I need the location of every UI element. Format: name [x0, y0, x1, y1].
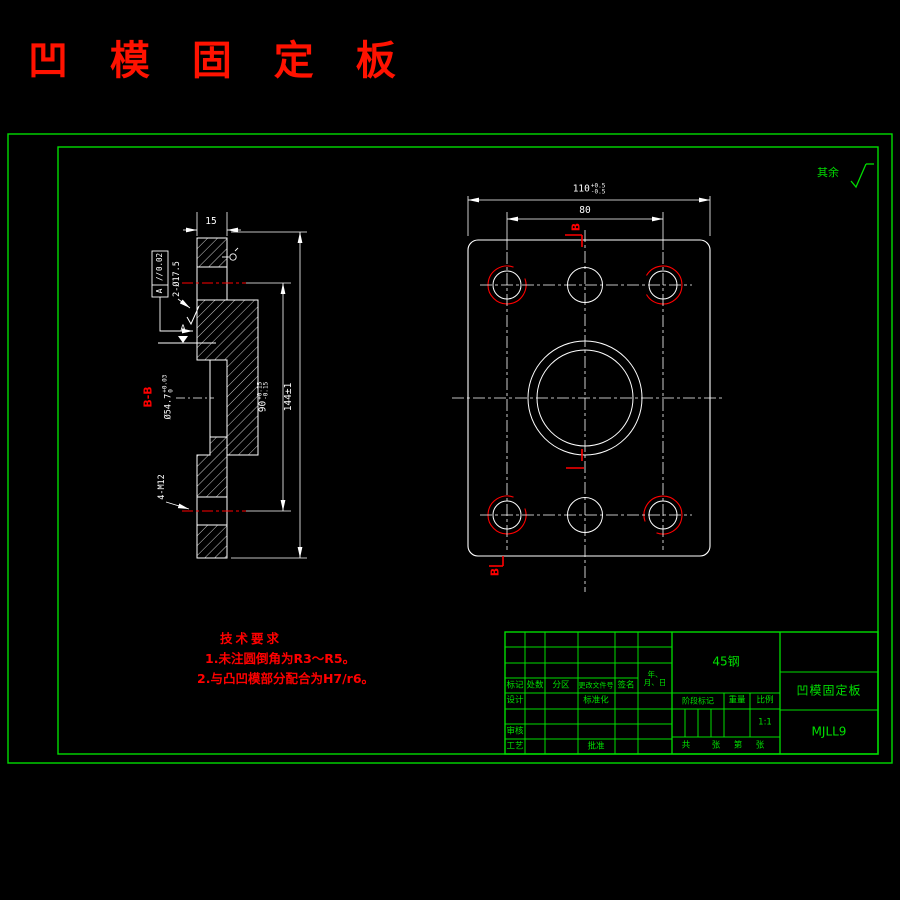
dim-height-lines: [246, 282, 291, 512]
roughness-check-icon: [186, 305, 200, 326]
tb-scale-label: 比例: [756, 695, 774, 706]
tb-header-mark: 标记: [506, 680, 524, 691]
tech-req-heading: 技术要求: [220, 631, 283, 646]
tech-req-item-1: 1.未注圆倒角为R3～R5。: [205, 651, 356, 666]
tb-part-name: 凹模固定板: [796, 683, 862, 698]
dim-width-lines: [467, 196, 711, 236]
page-title: 凹 模 固 定 板: [28, 37, 410, 84]
tb-header-date: 年、月、日: [643, 670, 667, 687]
tb-role-design: 设计: [506, 695, 524, 706]
dim-height: 90 +0.15-0.15: [256, 381, 270, 413]
tb-sheet-total: 共: [681, 740, 691, 751]
tb-header-count: 处数: [526, 680, 544, 691]
dim-hole-span: 80: [579, 205, 591, 216]
tb-role-process: 工艺: [506, 741, 524, 752]
width-tol-upper: +0.5: [590, 182, 606, 190]
section-mark-bottom: B: [488, 567, 502, 577]
section-view-linework: [151, 212, 307, 559]
plate-centerlines: [452, 230, 722, 592]
surface-roughness-icon: [850, 163, 874, 189]
tb-sheet-unit2: 张: [755, 740, 765, 751]
tb-material: 45钢: [712, 654, 740, 669]
dim-total-height: 144±1: [283, 382, 294, 412]
section-mark-top: B: [569, 222, 583, 232]
tb-role-check: 审核: [506, 726, 524, 737]
title-block-grid: [504, 631, 879, 755]
tb-role-approve: 批准: [587, 741, 605, 752]
hole-centerlines-red: [182, 282, 246, 512]
tb-drawing-no: MJLL9: [811, 724, 847, 739]
tb-stage-label: 阶段标记: [682, 696, 714, 706]
dim-total-lines: [231, 231, 307, 559]
hole-top-label: 2-Ø17.5: [172, 261, 182, 297]
datum-flag: [158, 336, 216, 344]
thread-arcs-red: [487, 265, 683, 535]
datum-label: A: [180, 324, 186, 334]
dim-thickness-lines: [183, 212, 241, 236]
section-label: B-B: [141, 386, 155, 408]
tb-weight-label: 重量: [728, 695, 746, 706]
tb-scale-value: 1:1: [758, 717, 772, 728]
dim-thickness: 15: [205, 216, 217, 227]
tb-header-zone: 分区: [552, 680, 570, 691]
height-tol-lower: -0.15: [262, 381, 269, 400]
dim-width: 110 +0.5-0.5: [572, 182, 606, 195]
tb-header-docno: 更改文件号: [578, 681, 614, 690]
tb-sheet-unit1: 张: [711, 740, 721, 751]
tech-req-item-2: 2.与凸凹模部分配合为H7/r6。: [197, 671, 375, 686]
parallelism-datum: A: [155, 288, 164, 294]
hole-top-leader: [177, 298, 191, 309]
section-cut-marks: [489, 234, 584, 567]
tb-header-sign: 签名: [617, 680, 635, 691]
parallelism-frame: [151, 250, 193, 334]
parallelism-value: // 0.02: [155, 252, 164, 282]
inner-border: [57, 146, 879, 755]
roughness-circle-icon: [222, 247, 239, 261]
tb-role-standardize: 标准化: [583, 695, 609, 706]
parallelism-symbol: //: [155, 272, 164, 282]
width-tol-lower: -0.5: [590, 188, 606, 195]
hole-bottom-label: 4-M12: [157, 474, 167, 500]
surface-note: 其余: [817, 166, 839, 179]
dim-span-lines: [506, 212, 664, 250]
outer-border: [7, 133, 893, 764]
bore-tol-lower: 0: [167, 389, 174, 393]
tb-sheet-no: 第: [733, 740, 743, 751]
hole-bottom-leader: [165, 501, 190, 510]
plate-view-linework: [452, 196, 722, 592]
